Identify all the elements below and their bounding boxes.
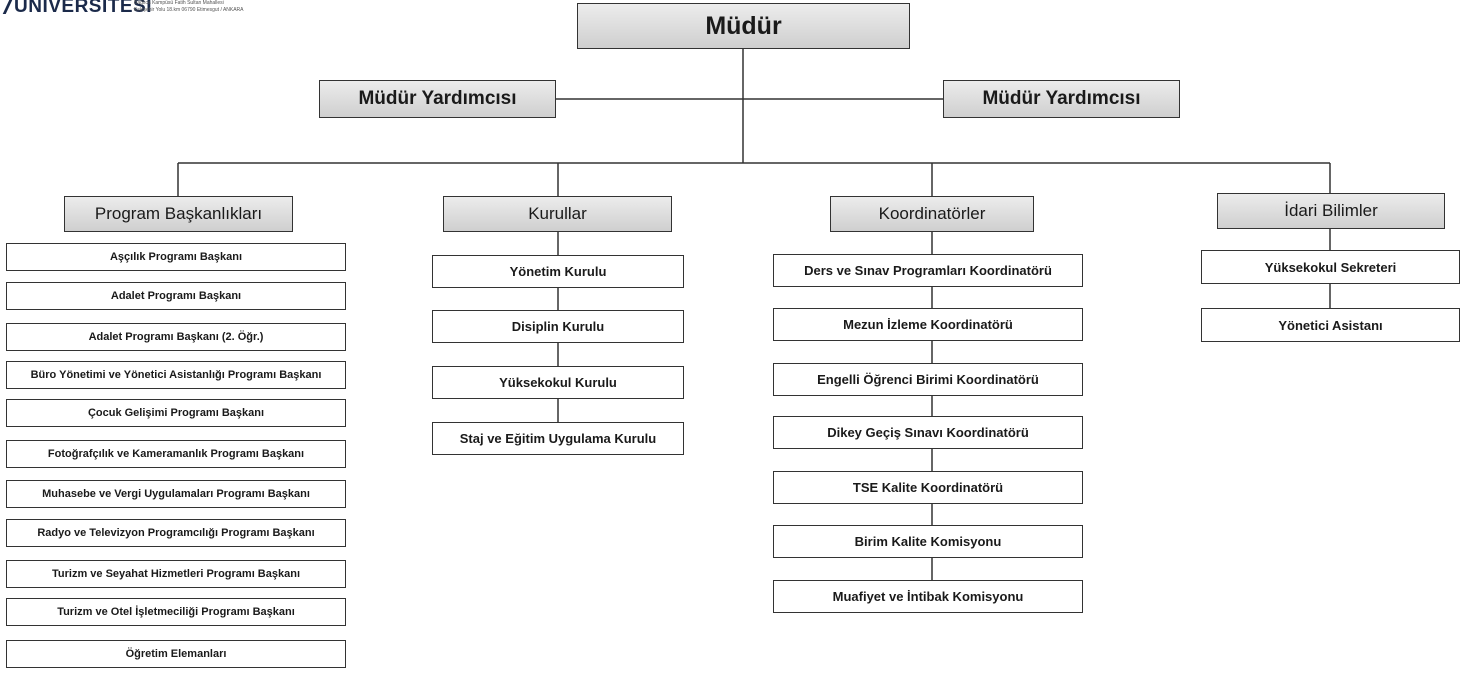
- program-item-label: Büro Yönetimi ve Yönetici Asistanlığı Pr…: [30, 369, 322, 381]
- program-item-label: Muhasebe ve Vergi Uygulamaları Programı …: [42, 488, 310, 500]
- program-item: Muhasebe ve Vergi Uygulamaları Programı …: [6, 480, 346, 508]
- university-logo: ÜNİVERSİTESİ Bağlıca Kampüsü Fatih Sulta…: [0, 0, 260, 24]
- coordinator-item-label: Engelli Öğrenci Birimi Koordinatörü: [817, 372, 1039, 387]
- program-item-label: Adalet Programı Başkanı (2. Öğr.): [88, 331, 264, 343]
- program-item: Aşçılık Programı Başkanı: [6, 243, 346, 271]
- director-label: Müdür: [705, 11, 782, 40]
- deputy-director-label: Müdür Yardımcısı: [982, 88, 1141, 109]
- council-item-label: Disiplin Kurulu: [511, 319, 605, 334]
- program-item: Çocuk Gelişimi Programı Başkanı: [6, 399, 346, 427]
- coordinator-item-label: TSE Kalite Koordinatörü: [852, 480, 1004, 495]
- council-item: Yüksekokul Kurulu: [432, 366, 684, 399]
- coordinator-item-label: Mezun İzleme Koordinatörü: [843, 317, 1013, 332]
- program-item-label: Turizm ve Seyahat Hizmetleri Programı Ba…: [52, 568, 300, 580]
- logo-address-line-1: Bağlıca Kampüsü Fatih Sultan Mahallesi: [134, 0, 224, 6]
- group-header-koordinatorler: Koordinatörler: [830, 196, 1034, 232]
- council-item-label: Staj ve Eğitim Uygulama Kurulu: [459, 431, 657, 446]
- coordinator-item-label: Ders ve Sınav Programları Koordinatörü: [804, 263, 1052, 278]
- program-item: Adalet Programı Başkanı: [6, 282, 346, 310]
- program-item: Öğretim Elemanları: [6, 640, 346, 668]
- logo-mark-icon: [0, 0, 13, 14]
- administrative-item: Yönetici Asistanı: [1201, 308, 1460, 342]
- coordinator-item: Mezun İzleme Koordinatörü: [773, 308, 1083, 341]
- administrative-item-label: Yönetici Asistanı: [1278, 317, 1383, 333]
- group-header-label: İdari Bilimler: [1284, 201, 1378, 220]
- program-item-label: Aşçılık Programı Başkanı: [109, 251, 243, 263]
- group-header-label: Program Başkanlıkları: [94, 204, 263, 223]
- coordinator-item-label: Muafiyet ve İntibak Komisyonu: [832, 589, 1024, 604]
- coordinator-item-label: Birim Kalite Komisyonu: [854, 534, 1002, 549]
- logo-address-line-2: Eskişehir Yolu 18.km 06790 Etimesgut / A…: [134, 7, 244, 13]
- coordinator-item-label: Dikey Geçiş Sınavı Koordinatörü: [827, 425, 1029, 440]
- coordinator-item: Dikey Geçiş Sınavı Koordinatörü: [773, 416, 1083, 449]
- program-item-label: Adalet Programı Başkanı: [110, 290, 242, 302]
- coordinator-item: Birim Kalite Komisyonu: [773, 525, 1083, 558]
- group-header-program-baskanliklari: Program Başkanlıkları: [64, 196, 293, 232]
- program-item: Turizm ve Seyahat Hizmetleri Programı Ba…: [6, 560, 346, 588]
- program-item-label: Turizm ve Otel İşletmeciliği Programı Ba…: [57, 606, 295, 618]
- group-header-label: Kurullar: [528, 204, 587, 223]
- program-item: Radyo ve Televizyon Programcılığı Progra…: [6, 519, 346, 547]
- deputy-director-box-right: Müdür Yardımcısı: [943, 80, 1180, 118]
- council-item-label: Yüksekokul Kurulu: [499, 375, 617, 390]
- council-item-label: Yönetim Kurulu: [509, 264, 607, 279]
- program-item-label: Öğretim Elemanları: [125, 648, 227, 660]
- coordinator-item: Engelli Öğrenci Birimi Koordinatörü: [773, 363, 1083, 396]
- program-item-label: Radyo ve Televizyon Programcılığı Progra…: [37, 527, 315, 539]
- coordinator-item: Ders ve Sınav Programları Koordinatörü: [773, 254, 1083, 287]
- group-header-idari-bilimler: İdari Bilimler: [1217, 193, 1445, 229]
- program-item-label: Fotoğrafçılık ve Kameramanlık Programı B…: [47, 448, 305, 460]
- council-item: Disiplin Kurulu: [432, 310, 684, 343]
- council-item: Staj ve Eğitim Uygulama Kurulu: [432, 422, 684, 455]
- logo-name: ÜNİVERSİTESİ: [14, 0, 152, 17]
- administrative-item-label: Yüksekokul Sekreteri: [1264, 259, 1397, 275]
- program-item: Büro Yönetimi ve Yönetici Asistanlığı Pr…: [6, 361, 346, 389]
- administrative-item: Yüksekokul Sekreteri: [1201, 250, 1460, 284]
- coordinator-item: Muafiyet ve İntibak Komisyonu: [773, 580, 1083, 613]
- program-item: Adalet Programı Başkanı (2. Öğr.): [6, 323, 346, 351]
- director-box: Müdür: [577, 3, 910, 49]
- program-item-label: Çocuk Gelişimi Programı Başkanı: [87, 407, 265, 419]
- council-item: Yönetim Kurulu: [432, 255, 684, 288]
- program-item: Turizm ve Otel İşletmeciliği Programı Ba…: [6, 598, 346, 626]
- group-header-kurullar: Kurullar: [443, 196, 672, 232]
- coordinator-item: TSE Kalite Koordinatörü: [773, 471, 1083, 504]
- group-header-label: Koordinatörler: [878, 204, 986, 223]
- program-item: Fotoğrafçılık ve Kameramanlık Programı B…: [6, 440, 346, 468]
- deputy-director-label: Müdür Yardımcısı: [358, 88, 517, 109]
- deputy-director-box-left: Müdür Yardımcısı: [319, 80, 556, 118]
